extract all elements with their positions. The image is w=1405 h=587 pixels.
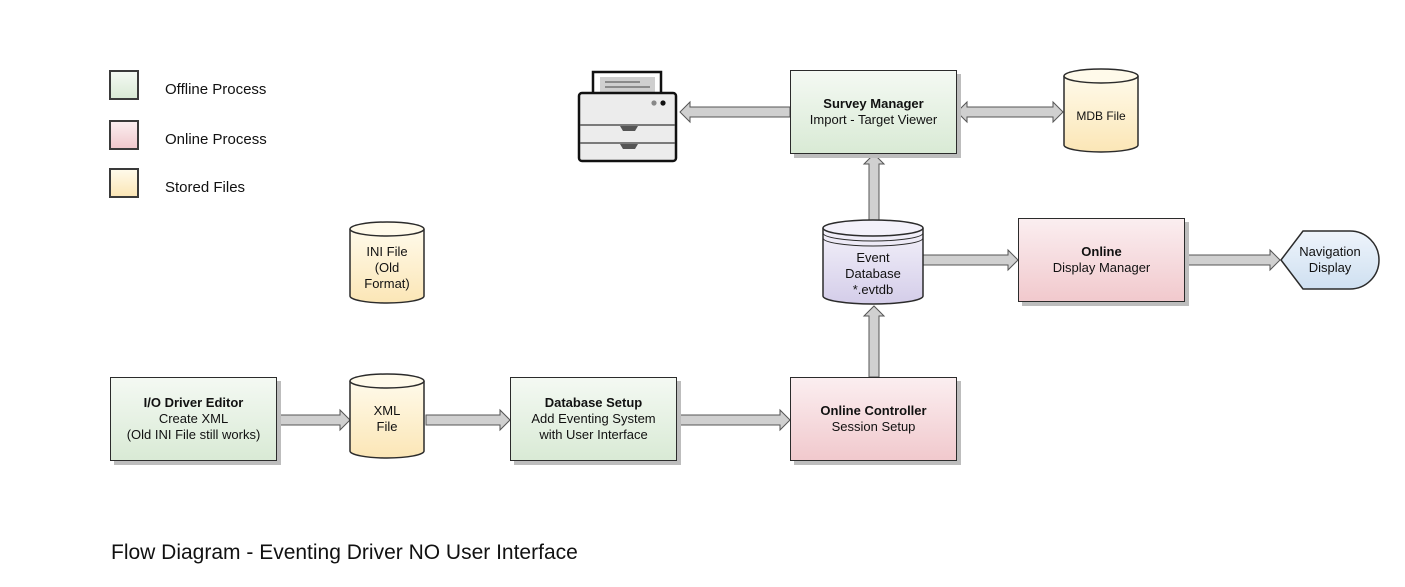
online-display-manager-title: Online xyxy=(1081,244,1122,259)
arrow-survey-mdb-bidirectional xyxy=(956,100,1064,124)
xml-file-line: File xyxy=(376,419,398,434)
online-display-manager-node: Online Display Manager xyxy=(1018,218,1185,302)
mdb-file-line: MDB File xyxy=(1076,109,1126,123)
io-driver-editor-title: I/O Driver Editor xyxy=(143,395,244,410)
online-controller-title: Online Controller xyxy=(820,403,927,418)
online-display-manager-line: Display Manager xyxy=(1052,260,1151,275)
ini-file-label: INI File (Old Format) xyxy=(350,242,424,294)
arrow-display-to-navigation xyxy=(1184,248,1281,272)
arrow-io-to-xml xyxy=(276,408,351,432)
legend-label-stored: Stored Files xyxy=(165,179,246,196)
arrow-survey-to-printer xyxy=(679,100,791,124)
ini-file-line: (Old xyxy=(374,260,400,275)
legend-label-online: Online Process xyxy=(165,131,267,148)
printer-icon xyxy=(577,70,678,163)
event-database-line: Event xyxy=(856,250,890,265)
database-setup-node: Database Setup Add Eventing System with … xyxy=(510,377,677,461)
mdb-file-label: MDB File xyxy=(1064,92,1138,140)
survey-manager-line: Import - Target Viewer xyxy=(809,112,938,127)
legend-label-offline: Offline Process xyxy=(165,81,267,98)
arrow-xml-to-dbsetup xyxy=(425,408,511,432)
event-database-cylinder xyxy=(822,219,924,305)
survey-manager-node: Survey Manager Import - Target Viewer xyxy=(790,70,957,154)
xml-file-label: XML File xyxy=(350,395,424,443)
ini-file-line: Format) xyxy=(364,276,410,291)
arrow-controller-to-eventdb xyxy=(862,305,886,378)
mdb-file-cylinder xyxy=(1063,68,1139,153)
navigation-display-label: Navigation Display xyxy=(1292,236,1368,284)
database-setup-line: with User Interface xyxy=(539,427,648,442)
xml-file-cylinder xyxy=(349,373,425,459)
legend-swatch-offline xyxy=(109,70,139,100)
legend-swatch-stored xyxy=(109,168,139,198)
arrow-eventdb-to-display xyxy=(922,248,1019,272)
navigation-display-line: Navigation xyxy=(1299,244,1361,259)
arrow-dbsetup-to-controller xyxy=(676,408,791,432)
event-database-line: *.evtdb xyxy=(852,282,894,297)
survey-manager-title: Survey Manager xyxy=(823,96,924,111)
io-driver-editor-line: (Old INI File still works) xyxy=(126,427,261,442)
arrow-eventdb-to-survey xyxy=(862,153,886,226)
navigation-display-shape xyxy=(1280,230,1380,290)
event-database-label: Event Database *.evtdb xyxy=(823,250,923,298)
database-setup-line: Add Eventing System xyxy=(531,411,656,426)
online-controller-node: Online Controller Session Setup xyxy=(790,377,957,461)
diagram-caption: Flow Diagram - Eventing Driver NO User I… xyxy=(111,541,578,564)
navigation-display-line: Display xyxy=(1308,260,1352,275)
online-controller-line: Session Setup xyxy=(831,419,916,434)
event-database-line: Database xyxy=(845,266,901,281)
io-driver-editor-node: I/O Driver Editor Create XML (Old INI Fi… xyxy=(110,377,277,461)
database-setup-title: Database Setup xyxy=(544,395,643,410)
io-driver-editor-line: Create XML xyxy=(158,411,229,426)
xml-file-line: XML xyxy=(373,403,401,418)
ini-file-line: INI File xyxy=(366,244,408,259)
ini-file-cylinder xyxy=(349,221,425,304)
legend-swatch-online xyxy=(109,120,139,150)
